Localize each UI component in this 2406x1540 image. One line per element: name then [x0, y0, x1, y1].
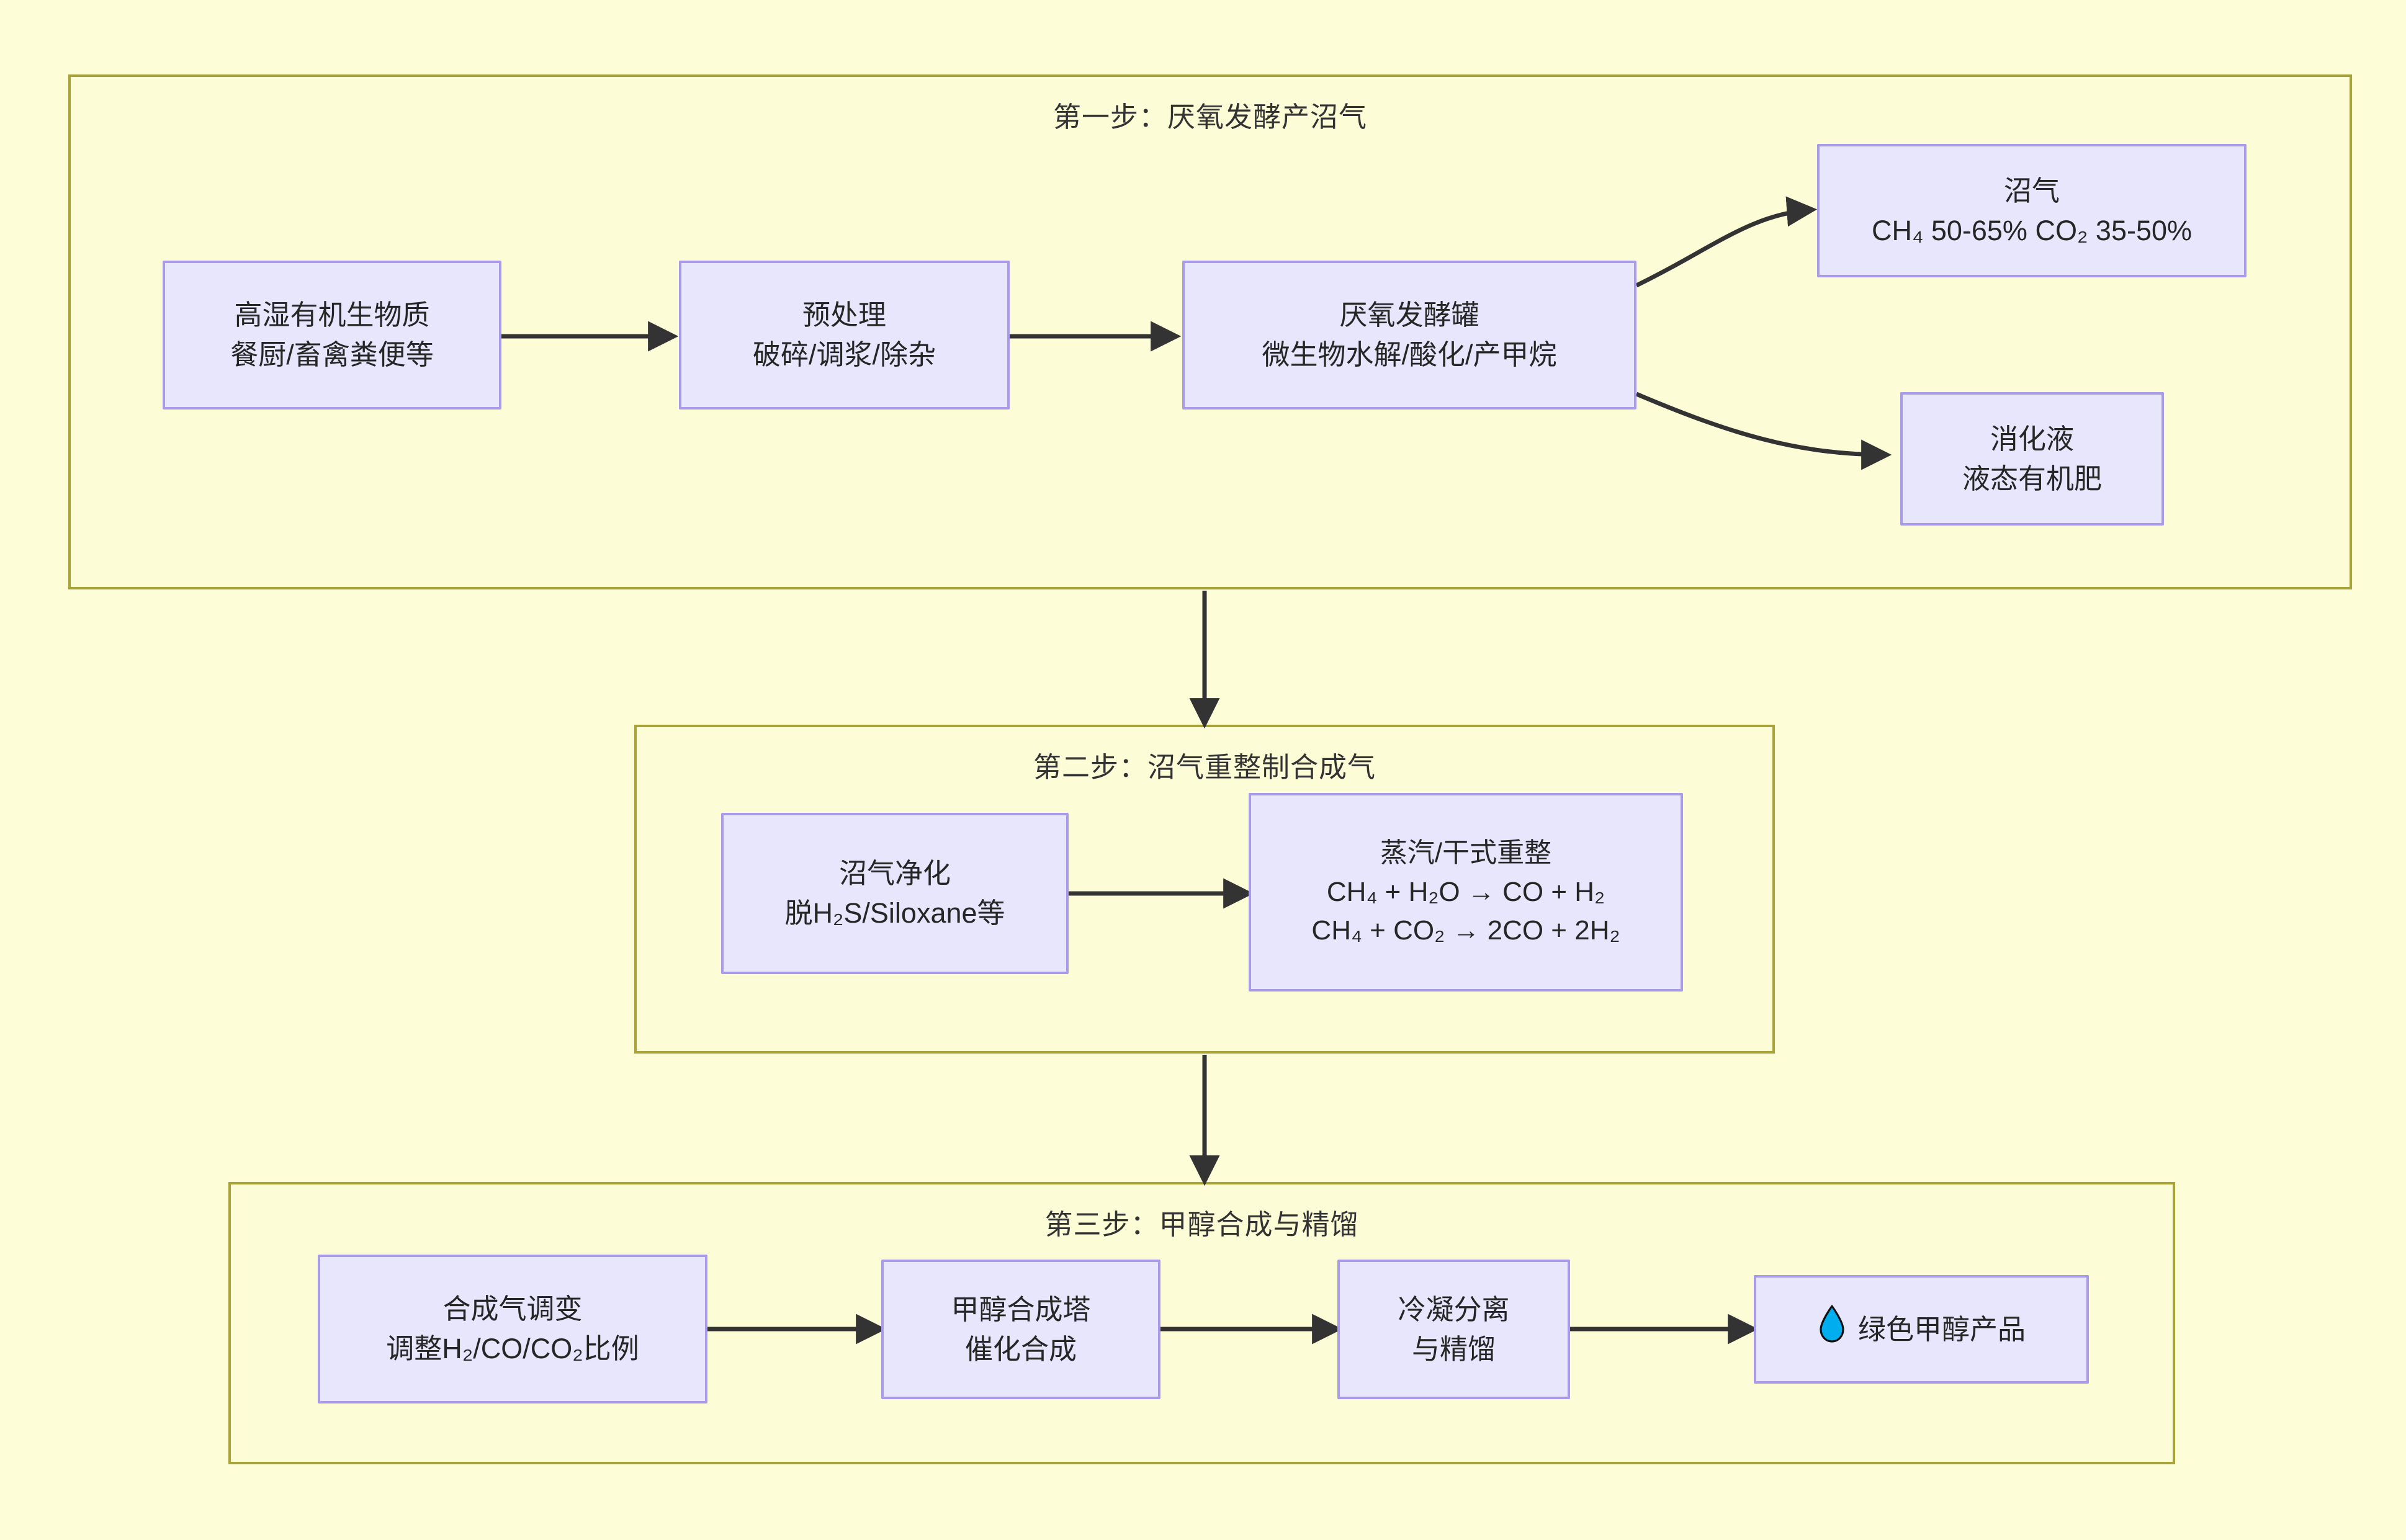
node-digestate[interactable]: 消化液 液态有机肥: [1900, 392, 2164, 526]
node-feedstock[interactable]: 高湿有机生物质 餐厨/畜禽粪便等: [163, 261, 501, 410]
node-condense-line2: 与精馏: [1411, 1333, 1496, 1365]
subgraph-step3-title: 第三步：甲醇合成与精馏: [1044, 1209, 1359, 1240]
node-pretreat-line1: 预处理: [802, 299, 886, 331]
node-feedstock-line1: 高湿有机生物质: [234, 299, 430, 331]
node-biogas-line1: 沼气: [2003, 174, 2060, 207]
node-green-methanol-product[interactable]: 绿色甲醇产品: [1754, 1275, 2089, 1384]
node-pretreat[interactable]: 预处理 破碎/调浆/除杂: [679, 261, 1010, 410]
node-syngas-shift[interactable]: 合成气调变 调整H₂/CO/CO₂比例: [318, 1255, 707, 1403]
node-synthtower-line1: 甲醇合成塔: [951, 1293, 1091, 1325]
node-shift-line2: 调整H₂/CO/CO₂比例: [386, 1333, 639, 1364]
node-pretreat-line2: 破碎/调浆/除杂: [752, 339, 936, 370]
subgraph-step2-title: 第二步：沼气重整制合成气: [1033, 751, 1376, 783]
node-reforming[interactable]: 蒸汽/干式重整 CH₄ + H₂O → CO + H₂ CH₄ + CO₂ → …: [1249, 793, 1683, 992]
water-droplet-icon: [1817, 1305, 1847, 1354]
node-product-label: 绿色甲醇产品: [1857, 1313, 2026, 1345]
node-biogas-line2: CH₄ 50-65% CO₂ 35-50%: [1871, 214, 2193, 246]
node-biogas[interactable]: 沼气 CH₄ 50-65% CO₂ 35-50%: [1817, 144, 2247, 277]
subgraph-step1-title: 第一步：厌氧发酵产沼气: [1053, 101, 1367, 133]
node-digester-line1: 厌氧发酵罐: [1339, 299, 1479, 331]
node-condense-line1: 冷凝分离: [1398, 1293, 1510, 1325]
node-digester[interactable]: 厌氧发酵罐 微生物水解/酸化/产甲烷: [1182, 261, 1636, 410]
node-digestate-line1: 消化液: [1990, 423, 2074, 455]
node-digester-line2: 微生物水解/酸化/产甲烷: [1262, 339, 1557, 370]
node-condensation-distillation[interactable]: 冷凝分离 与精馏: [1337, 1260, 1570, 1399]
node-feedstock-line2: 餐厨/畜禽粪便等: [230, 339, 434, 370]
node-purify-line2: 脱H₂S/Siloxane等: [784, 897, 1005, 929]
node-purify-line1: 沼气净化: [838, 857, 951, 890]
node-methanol-synthesis-tower[interactable]: 甲醇合成塔 催化合成: [881, 1260, 1160, 1399]
node-reforming-line3: CH₄ + CO₂ → 2CO + 2H₂: [1311, 915, 1620, 946]
node-reforming-line1: 蒸汽/干式重整: [1380, 838, 1552, 869]
node-reforming-line2: CH₄ + H₂O → CO + H₂: [1326, 876, 1605, 907]
node-biogas-purification[interactable]: 沼气净化 脱H₂S/Siloxane等: [721, 813, 1069, 974]
node-synthtower-line2: 催化合成: [964, 1333, 1077, 1365]
node-shift-line1: 合成气调变: [442, 1293, 583, 1325]
node-digestate-line2: 液态有机肥: [1962, 462, 2102, 495]
